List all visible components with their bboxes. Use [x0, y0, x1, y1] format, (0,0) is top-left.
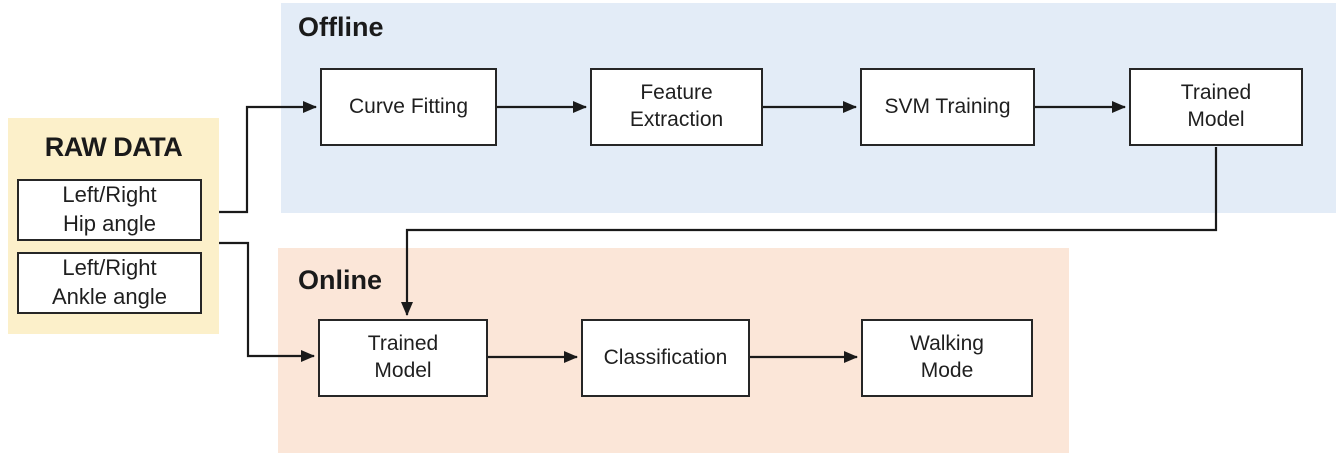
trained-model-online-label: Trained Model [367, 332, 439, 382]
trained-model-offline-label: Trained Model [1180, 81, 1252, 131]
svm-training-box: SVM Training [860, 68, 1035, 146]
online-region-title: Online [298, 265, 383, 295]
offline-region-title: Offline [298, 12, 384, 42]
ankle-angle-input-box: Left/Right Ankle angle [17, 252, 202, 314]
feature-extraction-box: Feature Extraction [590, 68, 763, 146]
trained-model-offline-box: Trained Model [1129, 68, 1303, 146]
hip-angle-input-box: Left/Right Hip angle [17, 179, 202, 241]
trained-model-online-box: Trained Model [318, 319, 488, 397]
classification-label: Classification [603, 345, 728, 369]
curve-fitting-box: Curve Fitting [320, 68, 497, 146]
walking-mode-label: Walking Mode [910, 332, 984, 382]
feature-extraction-label: Feature Extraction [629, 81, 724, 131]
walking-mode-box: Walking Mode [861, 319, 1033, 397]
classification-box: Classification [581, 319, 750, 397]
ankle-angle-label: Left/Right Ankle angle [52, 255, 167, 309]
curve-fitting-label: Curve Fitting [348, 94, 469, 118]
svm-training-label: SVM Training [884, 94, 1011, 118]
hip-angle-label: Left/Right Hip angle [62, 182, 157, 236]
raw-data-title: RAW DATA [44, 132, 183, 162]
